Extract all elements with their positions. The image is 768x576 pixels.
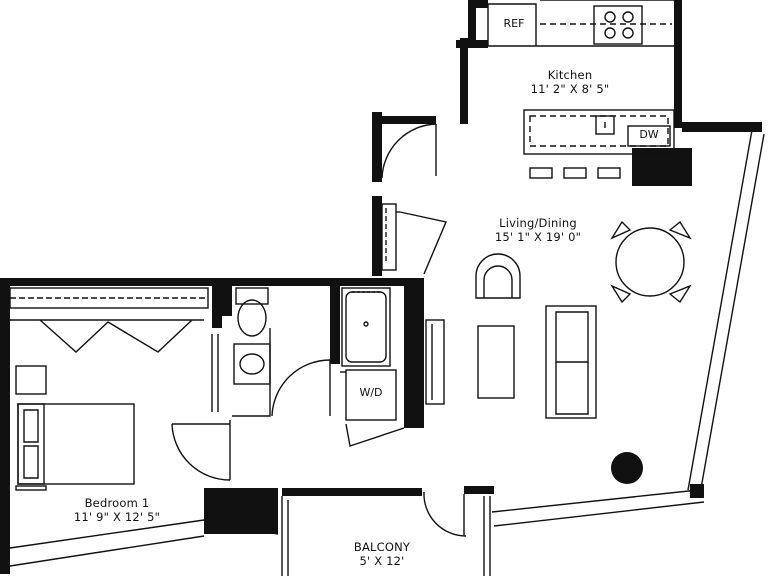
window-walls (9, 0, 765, 567)
living-name: Living/Dining (499, 216, 577, 230)
ref-label: REF (503, 17, 525, 30)
wd-label: W/D (359, 386, 383, 399)
dining-set (610, 220, 692, 304)
bathroom (171, 287, 405, 481)
kitchen-name: Kitchen (547, 68, 593, 82)
entry-door (381, 123, 447, 275)
balcony-dims: 5' X 12' (359, 554, 405, 568)
kitchen-dims: 11' 2" X 8' 5" (530, 82, 610, 96)
living-dims: 15' 1" X 19' 0" (494, 230, 582, 244)
dw-label: DW (639, 128, 659, 141)
balcony-outline (281, 491, 491, 576)
bed (15, 365, 135, 491)
plant (611, 452, 643, 484)
living-label: Living/Dining 15' 1" X 19' 0" (478, 216, 598, 244)
bedroom-dims: 11' 9" X 12' 5" (73, 510, 161, 524)
tv-console (425, 319, 445, 405)
balcony-label: BALCONY 5' X 12' (332, 540, 432, 568)
sofa (545, 305, 597, 419)
kitchen-label: Kitchen 11' 2" X 8' 5" (520, 68, 620, 96)
armchair (475, 253, 521, 299)
coffee-table (477, 325, 515, 399)
kitchen-counter (487, 3, 675, 179)
bedroom-name: Bedroom 1 (84, 496, 150, 510)
bedroom-label: Bedroom 1 11' 9" X 12' 5" (62, 496, 172, 524)
bedroom-closet (9, 287, 219, 412)
balcony-name: BALCONY (353, 540, 411, 554)
